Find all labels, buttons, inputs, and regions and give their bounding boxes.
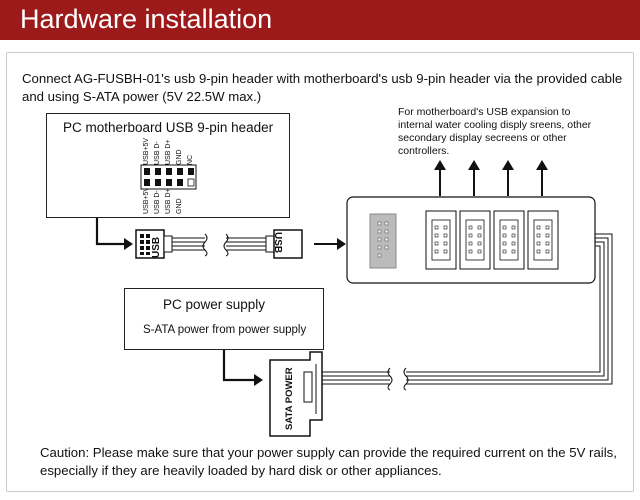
header-bar: Hardware installation — [0, 0, 640, 40]
power-cable — [322, 233, 613, 391]
hub-output-header-2 — [459, 210, 491, 270]
sata-label: SATA POWER — [284, 367, 295, 430]
power-supply-box: PC power supply S-ATA power from power s… — [124, 288, 324, 350]
header-pin-grid — [140, 164, 197, 190]
usb-label-right: USB — [272, 232, 283, 254]
usb-connector-left — [135, 229, 208, 259]
hub-output-header-4 — [527, 210, 559, 270]
motherboard-title: PC motherboard USB 9-pin header — [63, 120, 274, 135]
sata-connector — [269, 351, 323, 437]
hub-output-header-3 — [493, 210, 525, 270]
usb-label-left: USB — [151, 236, 162, 258]
expansion-arrows — [434, 160, 548, 196]
expansion-note: For motherboard's USB expansion to inter… — [398, 106, 592, 157]
usb-hub — [346, 196, 596, 284]
content-frame — [6, 52, 634, 492]
caution-text: Caution: Please make sure that your powe… — [40, 445, 617, 478]
hub-output-header-1 — [425, 210, 457, 270]
power-supply-subtitle: S-ATA power from power supply — [143, 324, 307, 336]
usb-connector-right — [223, 229, 303, 259]
page-title: Hardware installation — [20, 4, 273, 34]
power-supply-title: PC power supply — [163, 297, 266, 312]
intro-text: Connect AG-FUSBH-01's usb 9-pin header w… — [22, 71, 623, 104]
